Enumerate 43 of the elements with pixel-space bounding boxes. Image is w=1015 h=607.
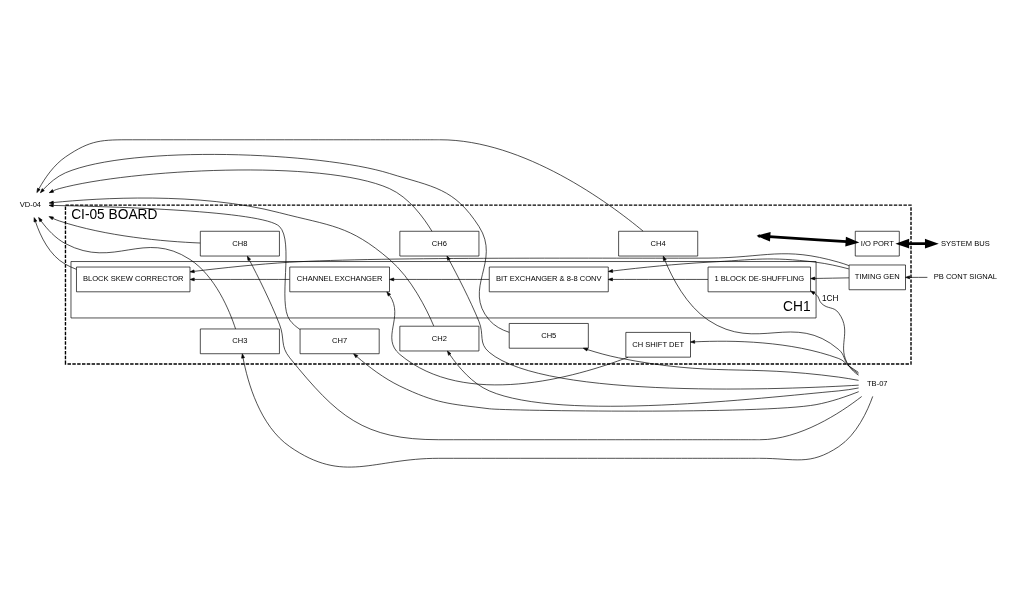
arrow xyxy=(386,291,629,386)
node-box: CH3 xyxy=(199,328,280,355)
arrow xyxy=(447,350,859,407)
node-text: TB-07 xyxy=(867,378,888,388)
node-box: BLOCK SKEW CORRECTOR xyxy=(76,266,191,293)
arrow xyxy=(662,255,859,375)
node-box: I/O PORT xyxy=(854,230,900,257)
node-box: CH8 xyxy=(199,230,280,257)
node-box: CH SHIFT DET xyxy=(625,332,691,358)
arrow xyxy=(247,255,862,441)
arrow xyxy=(690,340,859,373)
arrow xyxy=(895,238,939,249)
arrow xyxy=(189,253,850,274)
arrow xyxy=(905,275,928,280)
node-box: TIMING GEN xyxy=(848,264,906,291)
arrow xyxy=(389,277,490,282)
arrow xyxy=(48,203,301,330)
node-text: PB CONT SIGNAL xyxy=(933,272,997,282)
arrow xyxy=(48,169,433,232)
node-box: CH5 xyxy=(508,323,589,349)
arrow xyxy=(810,276,850,281)
arrow xyxy=(40,154,510,333)
node-box: 1 BLOCK DE-SHUFFLING xyxy=(707,266,811,293)
arrow xyxy=(608,277,709,282)
node-box: CHANNEL EXCHANGER xyxy=(289,266,390,293)
arrow xyxy=(189,277,290,282)
node-text: VD-04 xyxy=(19,200,42,210)
arrow xyxy=(33,217,77,270)
node-box: CH7 xyxy=(299,328,380,355)
node-text: SYSTEM BUS xyxy=(941,238,990,248)
arrow xyxy=(36,139,644,232)
arrow xyxy=(583,347,859,381)
node-box: CH2 xyxy=(399,325,480,352)
node-box: BIT EXCHANGER & 8-8 CONV xyxy=(488,266,609,293)
node-box: CH4 xyxy=(618,230,699,257)
arrow xyxy=(353,353,860,412)
arrow xyxy=(608,258,850,273)
arrow xyxy=(446,255,860,390)
arrow xyxy=(810,290,859,376)
node-box: CH6 xyxy=(399,230,480,257)
arrow xyxy=(241,353,874,468)
arrow xyxy=(38,217,236,330)
arrow xyxy=(48,216,201,244)
